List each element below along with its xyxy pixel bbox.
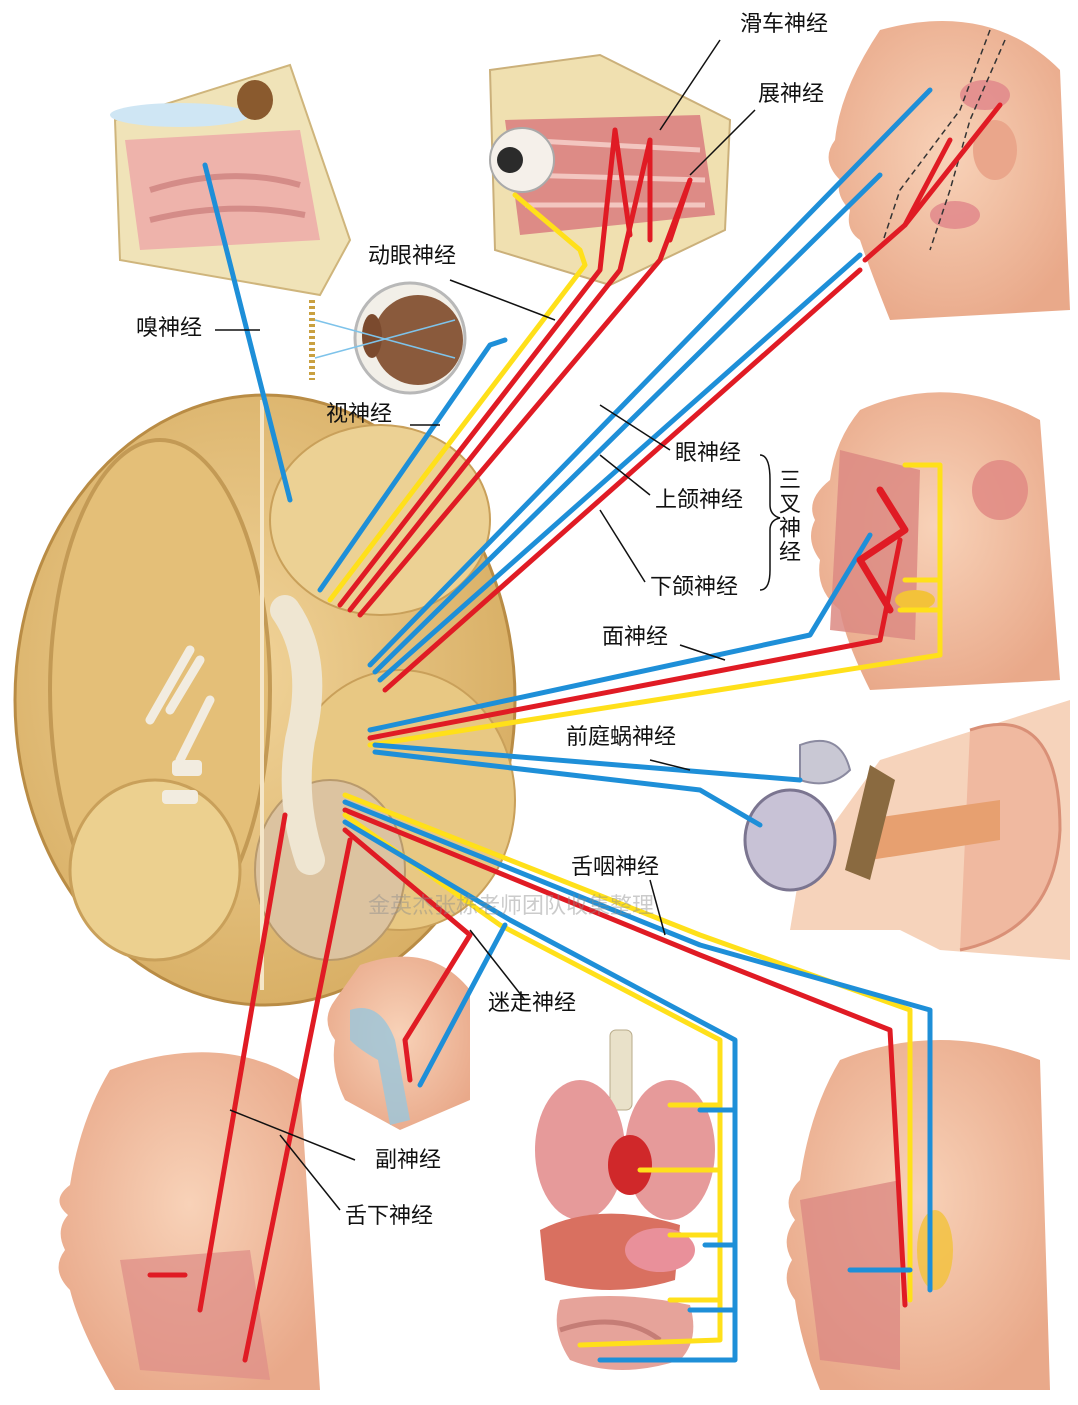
label-ophthalmic-nerve: 眼神经: [675, 443, 741, 465]
label-abducens-nerve: 展神经: [758, 84, 824, 106]
label-glossopharyngeal-nerve: 舌咽神经: [571, 857, 659, 879]
head-bottom-right-illustration: [787, 1040, 1050, 1390]
label-hypoglossal-nerve: 舌下神经: [345, 1206, 433, 1228]
eyeball-illustration: [312, 283, 465, 393]
label-vagus-nerve: 迷走神经: [488, 993, 576, 1015]
label-vestibulocochlear-nerve: 前庭蜗神经: [566, 727, 676, 749]
organs-illustration: [535, 1030, 715, 1370]
label-mandibular-nerve: 下颌神经: [650, 577, 738, 599]
label-facial-nerve: 面神经: [602, 627, 668, 649]
label-olfactory-nerve: 嗅神经: [136, 318, 202, 340]
label-trigeminal-nerve: 三叉神经: [776, 468, 798, 564]
label-accessory-nerve: 副神经: [375, 1150, 441, 1172]
label-optic-nerve: 视神经: [326, 404, 392, 426]
label-maxillary-nerve: 上颌神经: [655, 490, 743, 512]
label-trochlear-nerve: 滑车神经: [740, 14, 828, 36]
inner-ear-illustration: [745, 700, 1070, 960]
head-bottom-left-illustration: [59, 1052, 320, 1390]
label-oculomotor-nerve: 动眼神经: [368, 246, 456, 268]
head-pharynx-illustration: [328, 957, 471, 1130]
watermark: 金英杰张栋老师团队收集整理: [368, 888, 654, 920]
